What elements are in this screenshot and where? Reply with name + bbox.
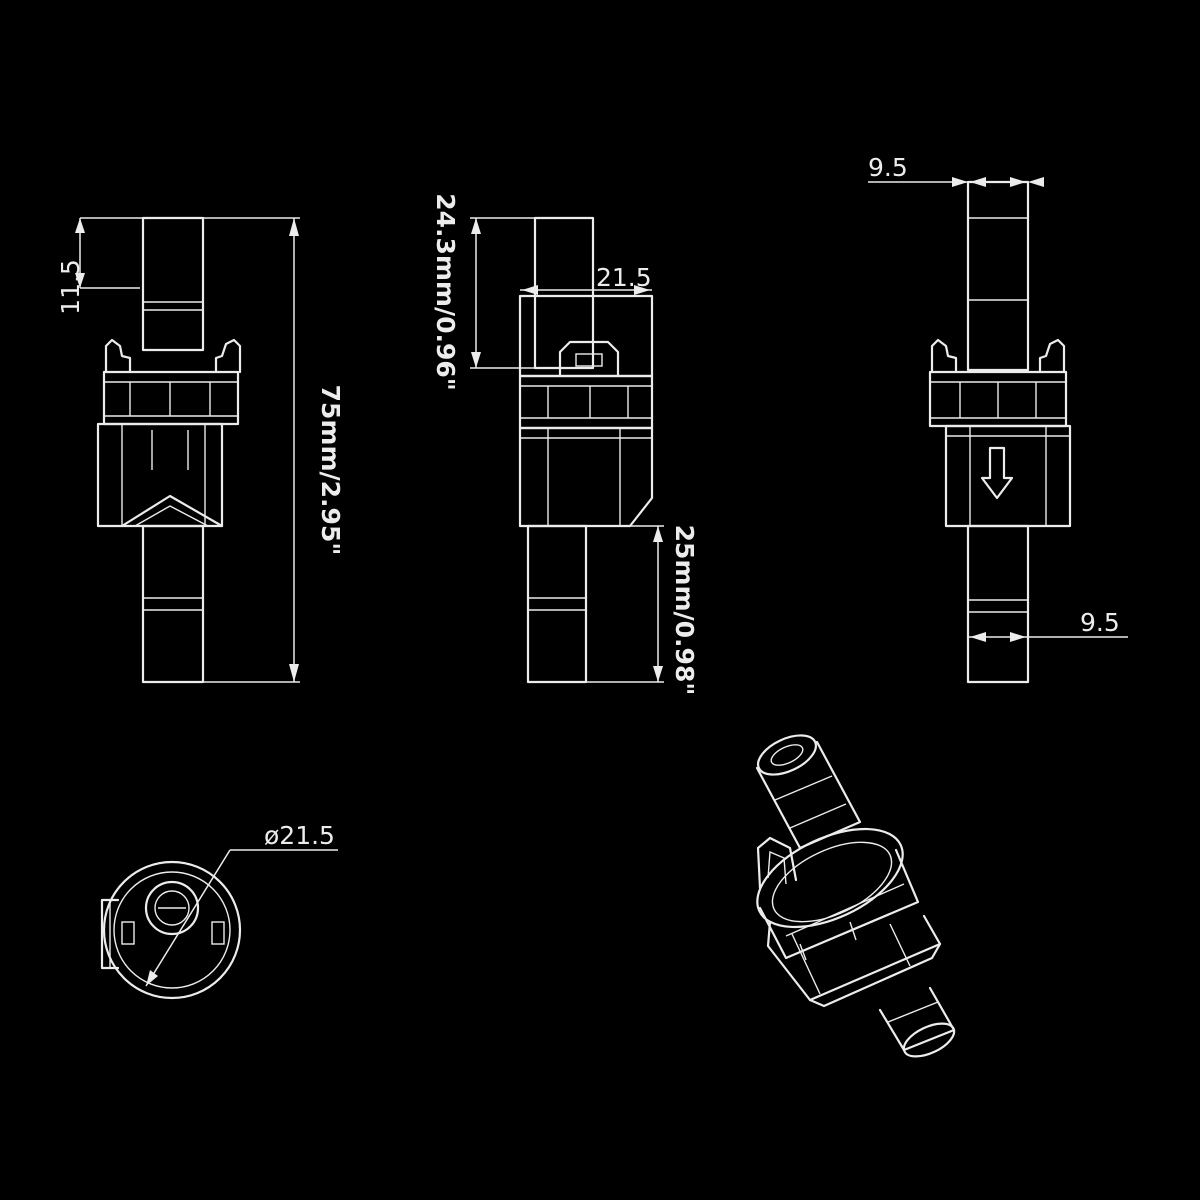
rear-view: 9.5 9.5 [868,153,1128,684]
upper-length-dimension-label: 24.3mm/0.96" [431,193,460,391]
bottom-width-dimension-label: 9.5 [1080,608,1120,637]
side-view: 24.3mm/0.96" 21.5 25mm/0.98" [431,193,699,695]
top-width-dimension-label: 9.5 [868,153,908,182]
total-length-dimension-label: 75mm/2.95" [316,385,345,556]
body-width-dimension-label: 21.5 [596,263,652,292]
front-view: 11.5 75mm/2.95" [56,216,345,684]
shoulder-dimension-label: 11.5 [56,259,85,315]
isometric-view [755,734,956,1058]
lower-length-dimension-label: 25mm/0.98" [670,525,699,696]
bottom-view: ø21.5 [100,821,338,1000]
diameter-dimension-label: ø21.5 [264,821,335,850]
